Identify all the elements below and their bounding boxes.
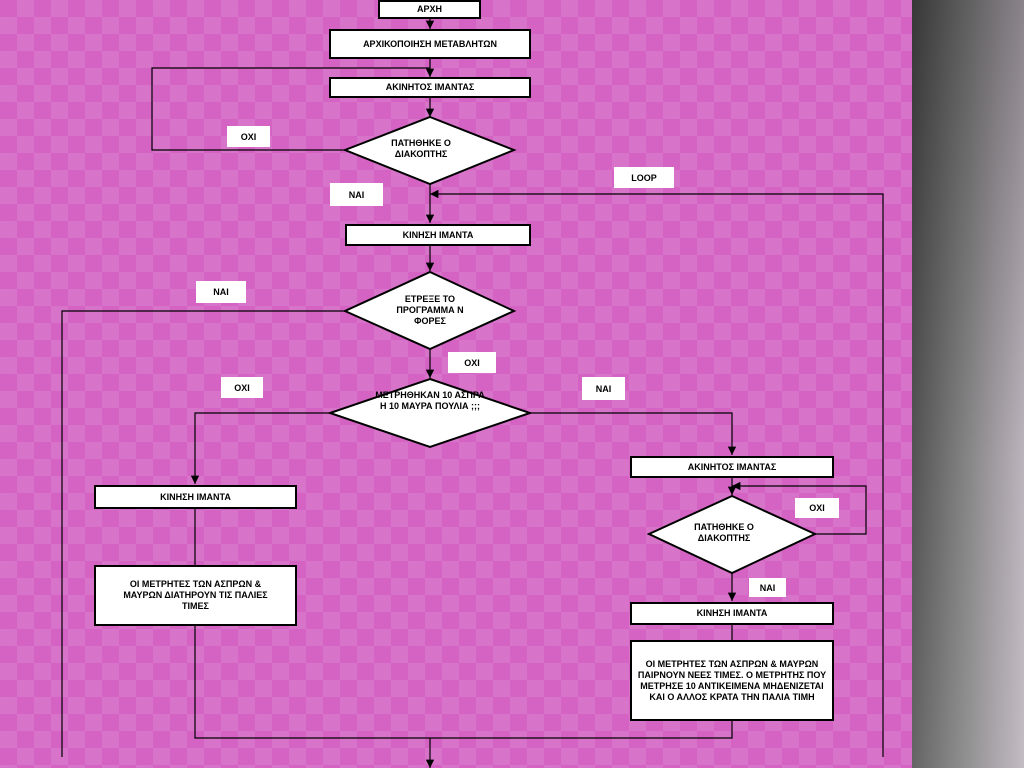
decision-switch-pressed-1-text: ΠΑΤΗΘΗΚΕ Ο ΔΙΑΚΟΠΤΗΣ xyxy=(391,138,451,159)
belt-moving-box-left: ΚΙΝΗΣΗ ΙΜΑΝΤΑ xyxy=(94,485,297,509)
decision-ran-n-times-text: ΕΤΡΕΞΕ ΤΟ ΠΡΟΓΡΑΜΜΑ Ν ΦΟΡΕΣ xyxy=(396,294,464,326)
edge-left-to-join xyxy=(194,625,430,739)
label-yes-3: ΝΑΙ xyxy=(582,377,625,400)
label-no-2: ΟΧΙ xyxy=(448,352,496,373)
init-box: ΑΡΧΙΚΟΠΟΙΗΣΗ ΜΕΤΑΒΛΗΤΩΝ xyxy=(329,29,531,59)
label-yes-4: ΝΑΙ xyxy=(749,578,786,597)
decision-ran-n-times xyxy=(342,270,517,351)
belt-moving-box-1: ΚΙΝΗΣΗ ΙΜΑΝΤΑ xyxy=(345,224,531,246)
label-yes-2: ΝΑΙ xyxy=(196,281,246,303)
label-yes-1: ΝΑΙ xyxy=(330,183,383,206)
label-no-1: ΟΧΙ xyxy=(227,126,270,147)
edge-decision4-no-loop xyxy=(732,481,867,535)
counters-keep-box: ΟΙ ΜΕΤΡΗΤΕΣ ΤΩΝ ΑΣΠΡΩΝ & ΜΑΥΡΩΝ ΔΙΑΤΗΡΟΥ… xyxy=(94,565,297,626)
label-no-3: ΟΧΙ xyxy=(221,377,263,398)
belt-moving-box-right: ΚΙΝΗΣΗ ΙΜΑΝΤΑ xyxy=(630,602,834,625)
edge-loop-back xyxy=(430,189,884,757)
label-no-4: ΟΧΙ xyxy=(795,498,839,518)
belt-stopped-box-1: ΑΚΙΝΗΤΟΣ ΙΜΑΝΤΑΣ xyxy=(329,77,531,98)
decision-counted-10-text: ΜΕΤΡΗΘΗΚΑΝ 10 ΑΣΠΡΑ Η 10 ΜΑΥΡΑ ΠΟΥΛΙΑ ;;… xyxy=(375,390,485,411)
decision-switch-pressed-2 xyxy=(646,494,818,575)
decision-switch-pressed-2-text: ΠΑΤΗΘΗΚΕ Ο ΔΙΑΚΟΠΤΗΣ xyxy=(694,522,754,543)
side-panel xyxy=(912,0,1024,768)
edge-decision2-yes xyxy=(61,310,345,757)
start-box: ΑΡΧΗ xyxy=(378,0,481,19)
belt-stopped-box-right: ΑΚΙΝΗΤΟΣ ΙΜΑΝΤΑΣ xyxy=(630,456,834,478)
edge-decision1-no-loop xyxy=(151,67,430,151)
decision-switch-pressed-1 xyxy=(342,115,517,186)
edge-right-to-join xyxy=(430,720,733,739)
edge-decision3-yes xyxy=(530,412,737,455)
decision-counted-10 xyxy=(326,377,534,449)
counters-new-box: ΟΙ ΜΕΤΡΗΤΕΣ ΤΩΝ ΑΣΠΡΩΝ & ΜΑΥΡΩΝ ΠΑΙΡΝΟΥΝ… xyxy=(630,640,834,721)
label-loop: LOOP xyxy=(614,167,674,188)
edge-decision3-no xyxy=(190,412,330,484)
